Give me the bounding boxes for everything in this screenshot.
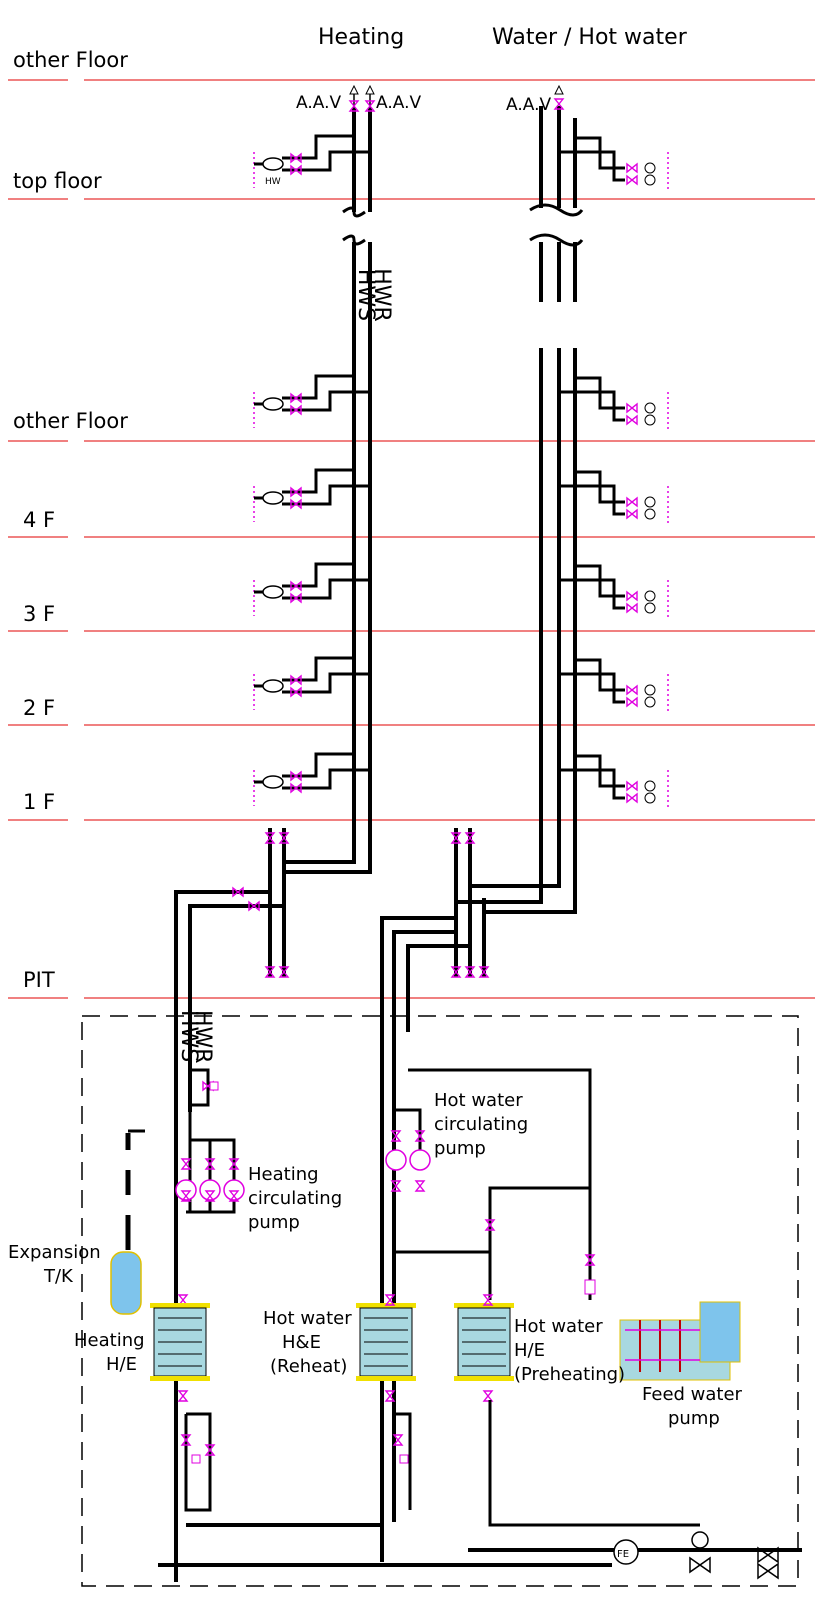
heating-column-header: Heating bbox=[318, 25, 404, 50]
floor-label-pit: PIT bbox=[23, 968, 55, 992]
hx-lines-heating bbox=[158, 1317, 202, 1367]
floor-label-other-top: other Floor bbox=[13, 48, 128, 72]
feed-pump-label-2: pump bbox=[668, 1408, 720, 1429]
aav-label-water: A.A.V bbox=[506, 95, 551, 115]
water-column-header: Water / Hot water bbox=[492, 25, 688, 50]
aav-label-left: A.A.V bbox=[296, 93, 341, 113]
heating-pump-label-3: pump bbox=[248, 1212, 300, 1233]
hx-lines-hotwater bbox=[364, 1317, 506, 1367]
water-riser bbox=[529, 84, 584, 914]
floor-label-top: top floor bbox=[13, 169, 102, 193]
hot-pump-label-3: pump bbox=[434, 1138, 486, 1159]
floor-label-1f: 1 F bbox=[23, 790, 55, 814]
hot-pump-label-1: Hot water bbox=[434, 1090, 523, 1111]
expansion-label-1: Expansion bbox=[8, 1242, 101, 1263]
reheat-label-1: Hot water bbox=[263, 1308, 352, 1329]
preheat-label-3: (Preheating) bbox=[514, 1364, 625, 1385]
heating-he-label-1: Heating bbox=[74, 1330, 145, 1351]
heating-pump-label-2: circulating bbox=[248, 1188, 342, 1209]
feed-water-pump-set bbox=[619, 1301, 741, 1381]
water-floor-branch bbox=[559, 376, 669, 430]
expansion-tank bbox=[110, 1251, 142, 1315]
heating-floor-branch bbox=[253, 374, 370, 428]
hw-unit-label: HW bbox=[265, 177, 281, 187]
reheat-label-3: (Reheat) bbox=[270, 1356, 347, 1377]
heating-riser bbox=[342, 84, 375, 864]
aav-label-mid: A.A.V bbox=[376, 93, 421, 113]
floor-label-2f: 2 F bbox=[23, 696, 55, 720]
preheat-label-2: H/E bbox=[514, 1340, 545, 1361]
feed-pump-label-1: Feed water bbox=[642, 1384, 743, 1405]
flow-element-label: FE bbox=[617, 1549, 629, 1560]
expansion-label-2: T/K bbox=[43, 1266, 74, 1287]
hot-pump-label-2: circulating bbox=[434, 1114, 528, 1135]
floor-lines bbox=[8, 79, 815, 999]
floor-label-4f: 4 F bbox=[23, 508, 55, 532]
hwr-label-lower: HWR bbox=[190, 1010, 215, 1064]
preheat-label-1: Hot water bbox=[514, 1316, 603, 1337]
hws-label-upper: HWS bbox=[353, 269, 378, 321]
incoming-supply bbox=[613, 1531, 779, 1580]
hwr-label-upper: HWR bbox=[369, 268, 394, 322]
floor-label-other-mid: other Floor bbox=[13, 409, 128, 433]
reheat-label-2: H&E bbox=[282, 1332, 321, 1353]
hws-label-lower: HWS bbox=[176, 1010, 201, 1062]
heating-pump-label-1: Heating bbox=[248, 1164, 319, 1185]
floor-label-3f: 3 F bbox=[23, 602, 55, 626]
heating-he-label-2: H/E bbox=[106, 1354, 137, 1375]
